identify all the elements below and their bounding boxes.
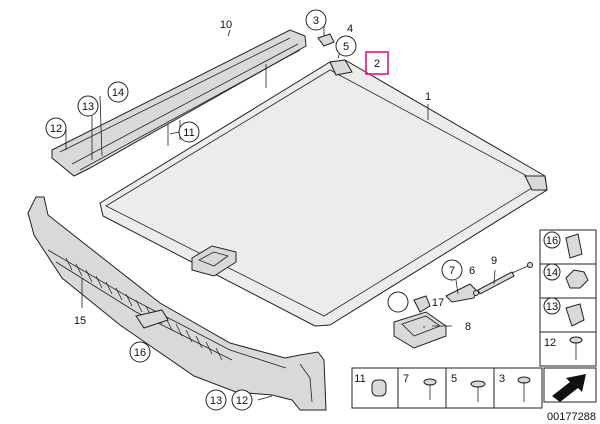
callout-4: 4 [347, 23, 353, 35]
svg-text:10: 10 [220, 19, 232, 31]
callout-7: 7 [441, 259, 463, 281]
callout-13: 13 [77, 95, 99, 117]
callout-3: 3 [305, 9, 327, 31]
callout-12-bottom: 12 [231, 389, 253, 411]
handle-housing-part-8 [393, 311, 447, 349]
svg-text:2: 2 [374, 58, 380, 70]
legend-bottom-11: 11 [354, 373, 387, 397]
legend-right: 16 14 13 12 [539, 229, 597, 367]
legend-item-12: 12 [544, 336, 583, 360]
loading-sill-trim [27, 196, 327, 411]
svg-text:16: 16 [546, 235, 558, 247]
luggage-floor-panel [99, 59, 548, 327]
svg-text:14: 14 [546, 267, 558, 279]
legend-item-14: 14 [543, 263, 589, 289]
clip-part-17 [413, 295, 431, 313]
svg-text:7: 7 [403, 373, 409, 385]
svg-text:12: 12 [544, 337, 556, 349]
svg-text:16: 16 [134, 347, 146, 359]
callout-11: 11 [178, 121, 200, 143]
callout-16: 16 [129, 341, 151, 363]
svg-text:4: 4 [347, 23, 353, 35]
callout-8: 8 [465, 321, 471, 333]
callout-10: 10 [220, 19, 232, 31]
callout-13-bottom: 13 [205, 389, 227, 411]
svg-text:7: 7 [449, 265, 455, 277]
grommet-icon [371, 379, 387, 397]
svg-text:11: 11 [354, 373, 365, 385]
clip-icon [565, 303, 585, 327]
svg-text:14: 14 [112, 87, 124, 99]
legend-bottom-3: 3 [499, 373, 531, 402]
legend-bottom-7: 7 [403, 373, 437, 400]
legend-item-13: 13 [543, 297, 585, 327]
svg-text:3: 3 [499, 373, 505, 385]
gas-strut-part-9 [473, 262, 533, 296]
legend-bottom-5: 5 [451, 373, 486, 402]
callout-1: 1 [425, 91, 431, 103]
svg-text:11: 11 [183, 127, 194, 139]
direction-arrow-box [543, 367, 597, 403]
arrow-icon [552, 374, 586, 402]
document-number: 00177288 [547, 411, 596, 423]
svg-text:9: 9 [491, 255, 497, 267]
callout-14: 14 [107, 81, 129, 103]
callout-12: 12 [45, 117, 67, 139]
svg-text:5: 5 [343, 41, 349, 53]
bracket-part-6 [445, 283, 477, 303]
clip-part-4 [317, 33, 335, 47]
legend-item-16: 16 [543, 231, 583, 259]
svg-text:3: 3 [313, 15, 319, 27]
svg-text:5: 5 [451, 373, 457, 385]
leader-lines [65, 22, 496, 401]
svg-text:17: 17 [432, 297, 444, 309]
callout-6: 6 [469, 265, 475, 277]
callout-2-highlighted: 2 [365, 51, 389, 75]
svg-text:15: 15 [74, 315, 86, 327]
svg-text:1: 1 [425, 91, 431, 103]
svg-text:8: 8 [465, 321, 471, 333]
svg-text:12: 12 [50, 123, 62, 135]
nut-icon [565, 269, 589, 289]
svg-text:13: 13 [546, 301, 558, 313]
callout-15: 15 [74, 315, 86, 327]
clip-icon [565, 233, 583, 259]
svg-text:6: 6 [469, 265, 475, 277]
callout-9: 9 [491, 255, 497, 267]
callout-17: 17 [387, 291, 444, 313]
svg-text:12: 12 [236, 395, 248, 407]
trim-strip [51, 29, 307, 177]
callout-5: 5 [335, 35, 357, 57]
legend-bottom: 11 7 5 3 [351, 367, 543, 409]
svg-text:13: 13 [82, 101, 94, 113]
svg-text:13: 13 [210, 395, 222, 407]
